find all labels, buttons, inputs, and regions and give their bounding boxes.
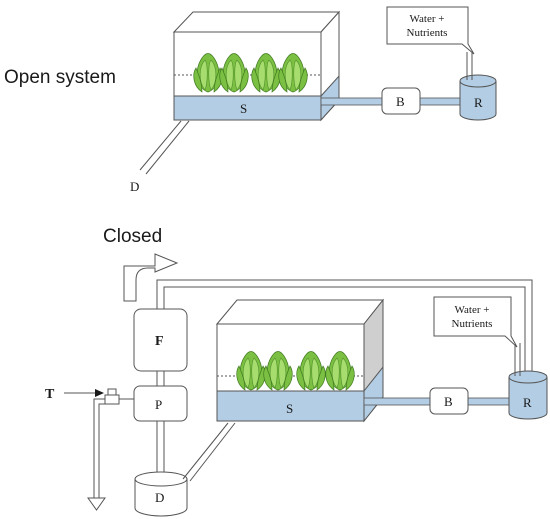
drain-tank [134,471,188,517]
pump-box [133,385,188,422]
filter-box [133,308,188,372]
tap-outlet [87,388,134,511]
closed-reservoir-label: R [523,395,532,410]
callout-line: Water + [410,13,445,25]
tap-pointer-arrowhead [95,389,104,397]
open-inline-label: B [396,94,405,109]
closed-feed-tubes [514,343,521,376]
open-pipe [419,97,463,106]
filter-pump-column [156,371,165,476]
open-reservoir-label: R [474,95,483,110]
closed-reservoir [508,370,548,420]
exhaust-arrow [123,253,179,302]
closed-inline-box [429,387,469,415]
callout-line: Nutrients [452,318,493,330]
open-drain-pipe [139,120,190,175]
open-system-heading: Open system [4,67,116,88]
open-drain-label: D [130,179,139,194]
closed-nutrient-callout: Water + Nutrients [433,296,518,348]
return-pipe [156,279,533,372]
closed-system: Closed F P T [45,226,548,517]
closed-pipe [467,397,513,406]
open-pipe [320,97,383,106]
closed-tank-label: S [286,401,293,416]
drain-tank-label: D [155,490,164,505]
open-reservoir [459,74,497,121]
callout-line: Water + [455,304,490,316]
filter-label: F [155,334,164,349]
pump-label: P [155,397,162,412]
open-nutrient-callout: Water + Nutrients [386,6,475,55]
open-system: Open system D S B [4,6,497,194]
callout-line: Nutrients [407,27,448,39]
open-inline-box [381,87,421,115]
open-tank-label: S [240,101,247,116]
open-feed-tubes [466,52,473,80]
closed-pipe [363,397,431,406]
open-grow-tank [172,10,341,122]
closed-grow-tank [215,298,385,423]
closed-system-heading: Closed [103,226,162,247]
closed-drain-pipe [182,422,236,482]
closed-inline-label: B [444,394,453,409]
tap-label: T [45,387,55,402]
